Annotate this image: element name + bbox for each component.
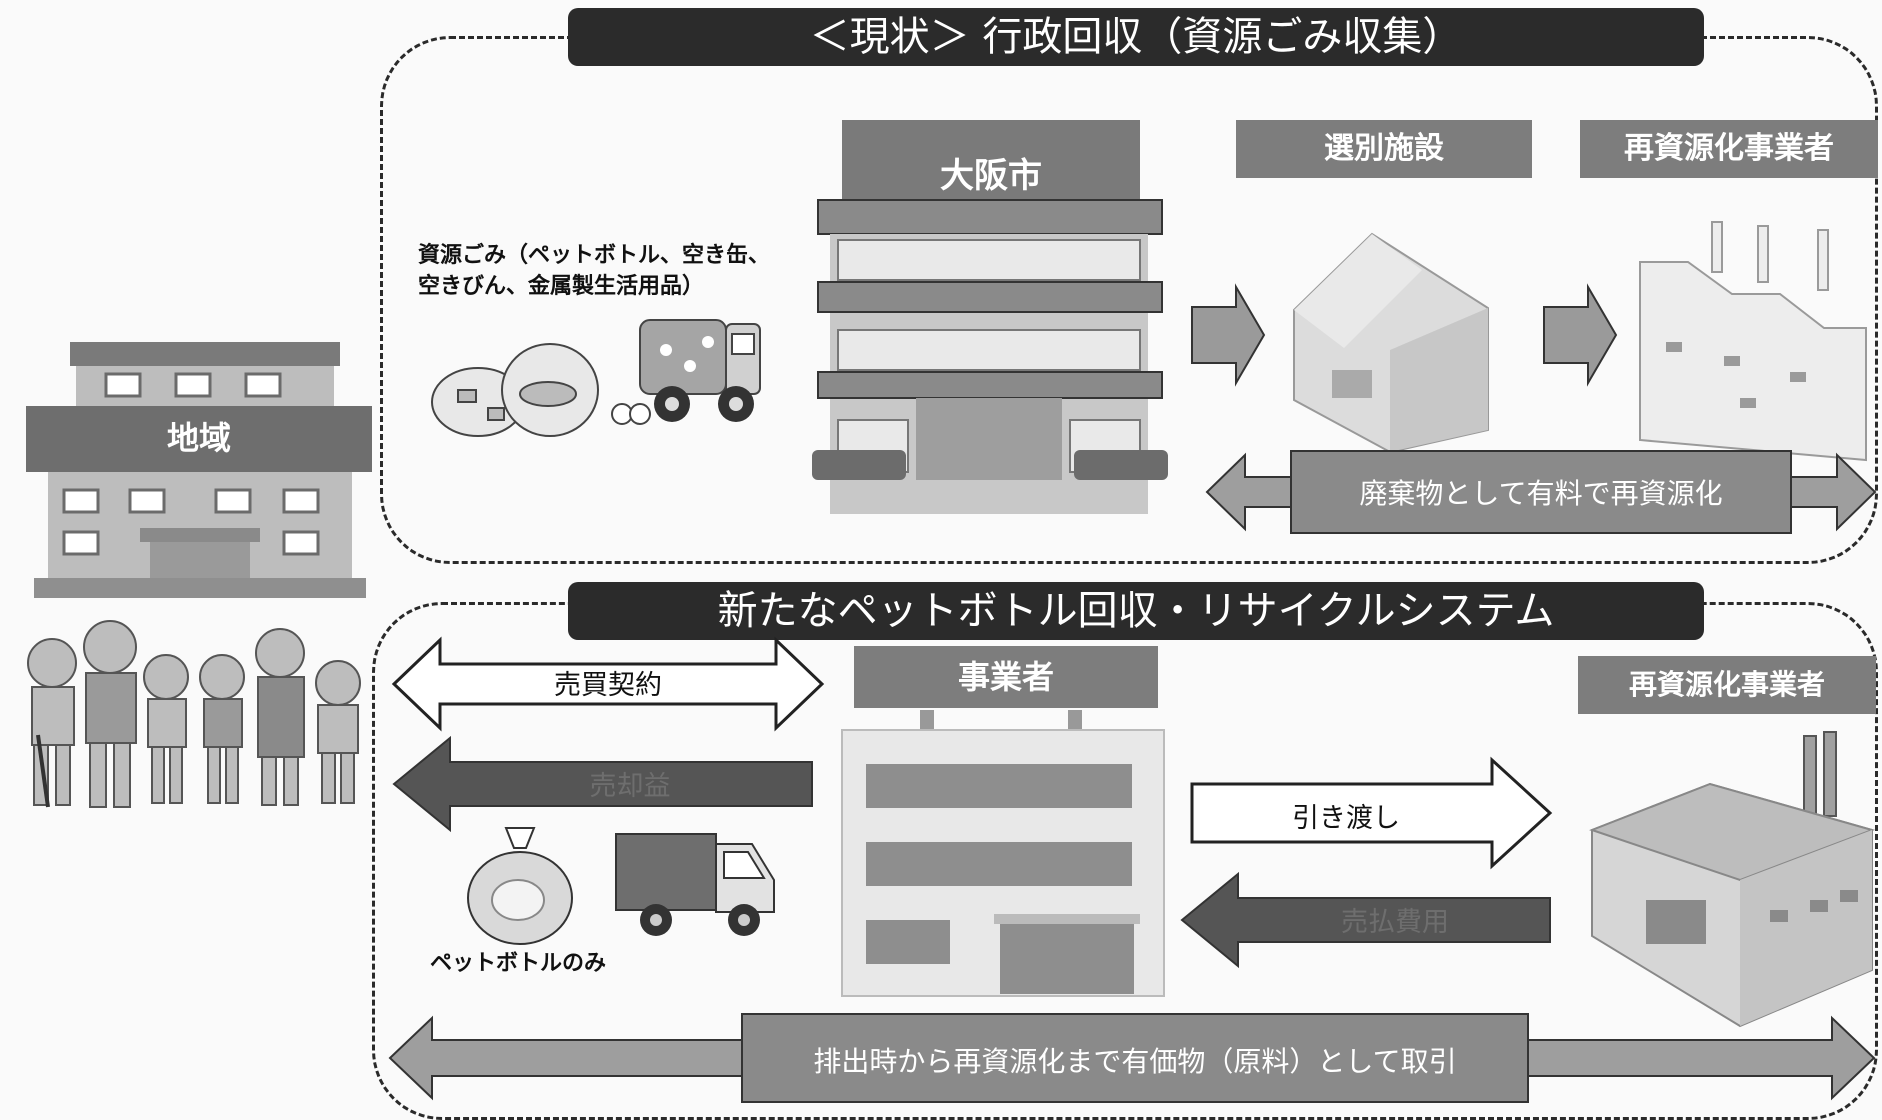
current-bottom-double-arrow: [1205, 450, 1877, 534]
arrow-sorting-to-recycler: [1543, 283, 1618, 387]
contract-arrow-label: 売買契約: [554, 670, 662, 701]
handover-arrow: [1190, 756, 1553, 870]
osaka-city-hall-building-illustration: [812, 120, 1168, 514]
new-system-title: 新たなペットボトル回収・リサイクルシステム: [568, 582, 1704, 640]
residents-illustration: [27, 620, 361, 808]
sale-profit-arrow: [392, 735, 813, 833]
arrow-city-to-sorting: [1191, 283, 1266, 387]
new-bottom-arrow-label: 排出時から再資源化まで有価物（原料）として取引: [813, 1045, 1457, 1078]
collection-truck-illustration: [615, 833, 775, 936]
sorting-facility-label: 選別施設: [1236, 120, 1532, 178]
osaka-city-label: 大阪市: [940, 156, 1042, 196]
payment-arrow: [1180, 871, 1551, 969]
new-bottom-double-arrow: [388, 1013, 1876, 1103]
pet-bottle-only-caption: ペットボトルのみ: [430, 951, 607, 976]
garbage-bags-illustration: [431, 343, 599, 437]
business-label: 事業者: [854, 646, 1158, 708]
pet-bottle-bag-illustration: [467, 827, 573, 945]
new-recycler-label: 再資源化事業者: [1578, 656, 1876, 714]
business-building-illustration: [841, 710, 1165, 997]
new-recycler-factory-illustration: [1589, 731, 1876, 1028]
waste-caption-line1: 資源ごみ（ペットボトル、空き缶、: [418, 243, 771, 268]
payment-arrow-label: 売払費用: [1341, 907, 1449, 938]
community-building-illustration: [26, 342, 372, 598]
current-recycler-label: 再資源化事業者: [1580, 120, 1878, 178]
sale-profit-arrow-label: 売却益: [589, 771, 671, 802]
community-label: 地域: [166, 419, 231, 457]
current-recycler-factory-illustration: [1639, 221, 1867, 462]
contract-double-arrow: [391, 636, 825, 732]
handover-arrow-label: 引き渡し: [1292, 803, 1400, 834]
waste-caption-line2: 空きびん、金属製生活用品）: [418, 274, 705, 299]
current-system-title: ＜現状＞ 行政回収（資源ごみ収集）: [568, 8, 1704, 66]
recycling-truck-illustration: [611, 319, 761, 425]
current-bottom-arrow-label: 廃棄物として有料で再資源化: [1359, 477, 1723, 510]
sorting-facility-illustration: [1293, 232, 1489, 454]
